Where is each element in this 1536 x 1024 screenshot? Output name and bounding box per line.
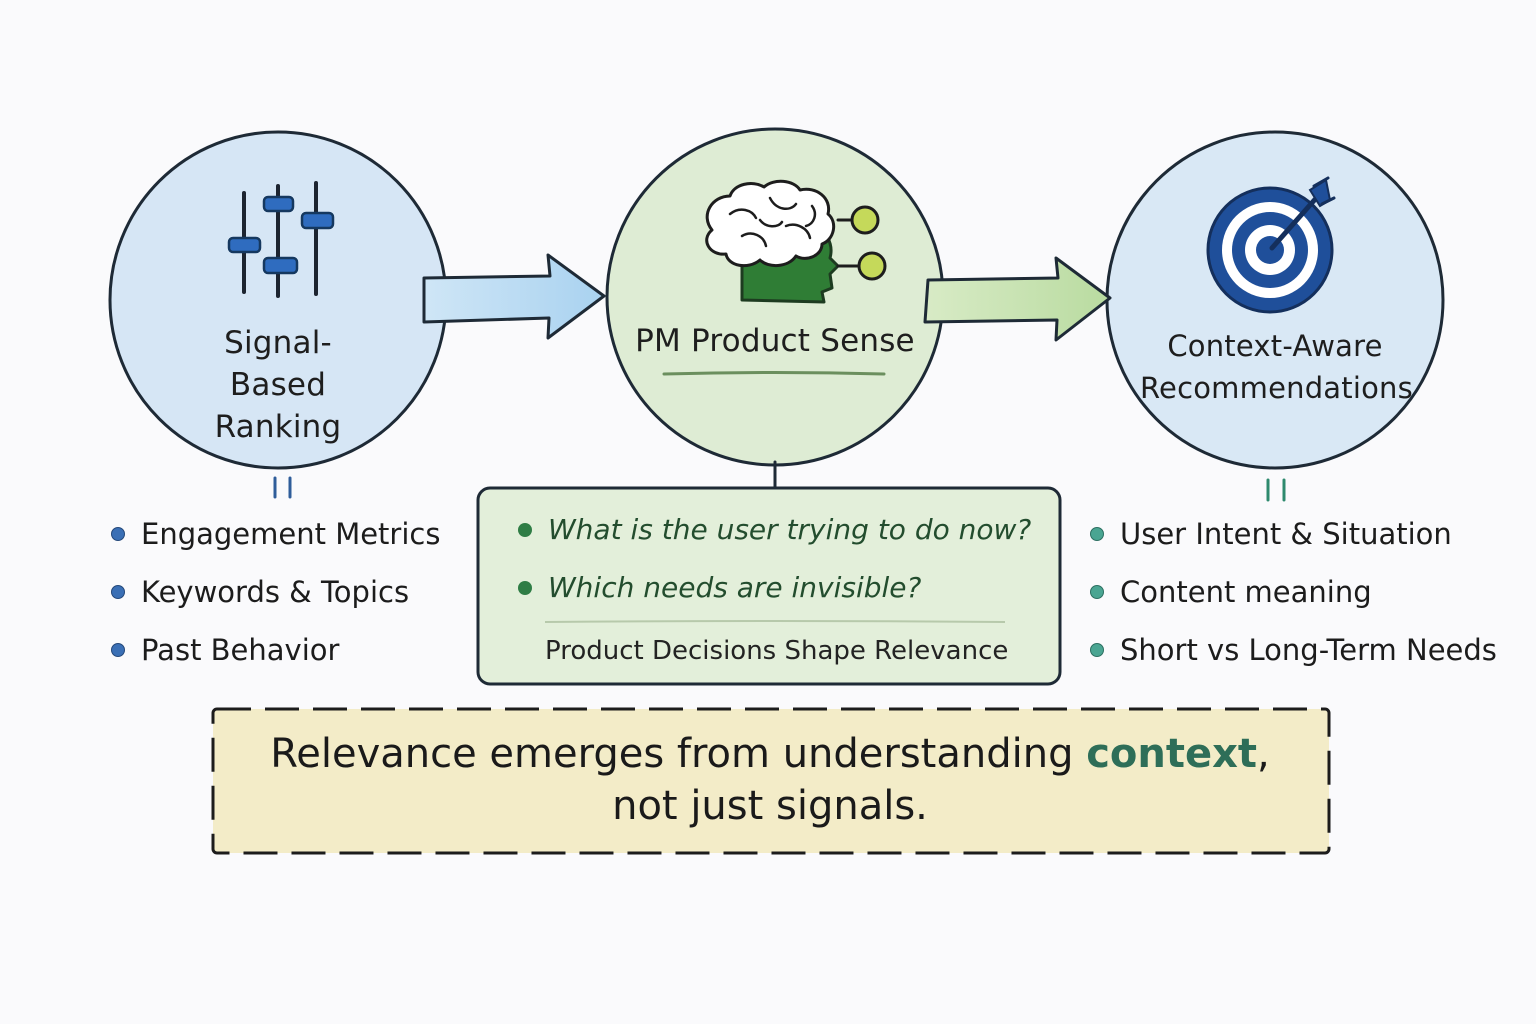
brain-head-icon (705, 179, 887, 304)
bullet-dot (1090, 527, 1104, 541)
bullet-dot (1090, 643, 1104, 657)
conclusion-banner (211, 707, 1331, 855)
conclusion-line-2: not just signals. (612, 783, 928, 829)
list-item: Content meaning (1090, 572, 1497, 630)
signal-list: Engagement Metrics Keywords & Topics Pas… (111, 514, 440, 688)
list-item: Short vs Long-Term Needs (1090, 630, 1497, 688)
sliders-icon (227, 181, 335, 298)
list-item: Which needs are invisible? (518, 568, 1031, 626)
title-line: Context-Aware (1167, 329, 1383, 363)
bullet-dot (111, 643, 125, 657)
conclusion-text: Relevance emerges from understanding con… (214, 728, 1326, 832)
list-item: Past Behavior (111, 630, 440, 688)
node-title-product-sense: PM Product Sense (635, 323, 915, 359)
equals-mark-right (1266, 478, 1286, 502)
box-divider (544, 620, 1006, 623)
question-list: What is the user trying to do now? Which… (518, 510, 1031, 626)
list-item: User Intent & Situation (1090, 514, 1497, 572)
conclusion-line-1: Relevance emerges from understanding con… (270, 731, 1270, 777)
product-decisions-caption: Product Decisions Shape Relevance (545, 636, 1009, 666)
bullet-dot (1090, 585, 1104, 599)
bullet-dot (518, 523, 532, 537)
bullet-dot (518, 581, 532, 595)
context-highlight: context (1086, 731, 1258, 777)
product-sense-underline (662, 371, 886, 376)
list-item: Engagement Metrics (111, 514, 440, 572)
arrow-sense-to-context (923, 256, 1112, 342)
title-line: Recommendations (1140, 371, 1413, 405)
equals-mark-left (273, 476, 292, 499)
product-sense-box (476, 486, 1062, 686)
list-item: What is the user trying to do now? (518, 510, 1031, 568)
list-item: Keywords & Topics (111, 572, 440, 630)
bullet-dot (111, 585, 125, 599)
target-arrow-icon (1206, 176, 1336, 314)
bullet-dot (111, 527, 125, 541)
title-line: Signal-Based (224, 325, 332, 403)
title-line: Ranking (214, 409, 342, 445)
context-list: User Intent & Situation Content meaning … (1090, 514, 1497, 688)
arrow-signal-to-sense (422, 253, 606, 340)
